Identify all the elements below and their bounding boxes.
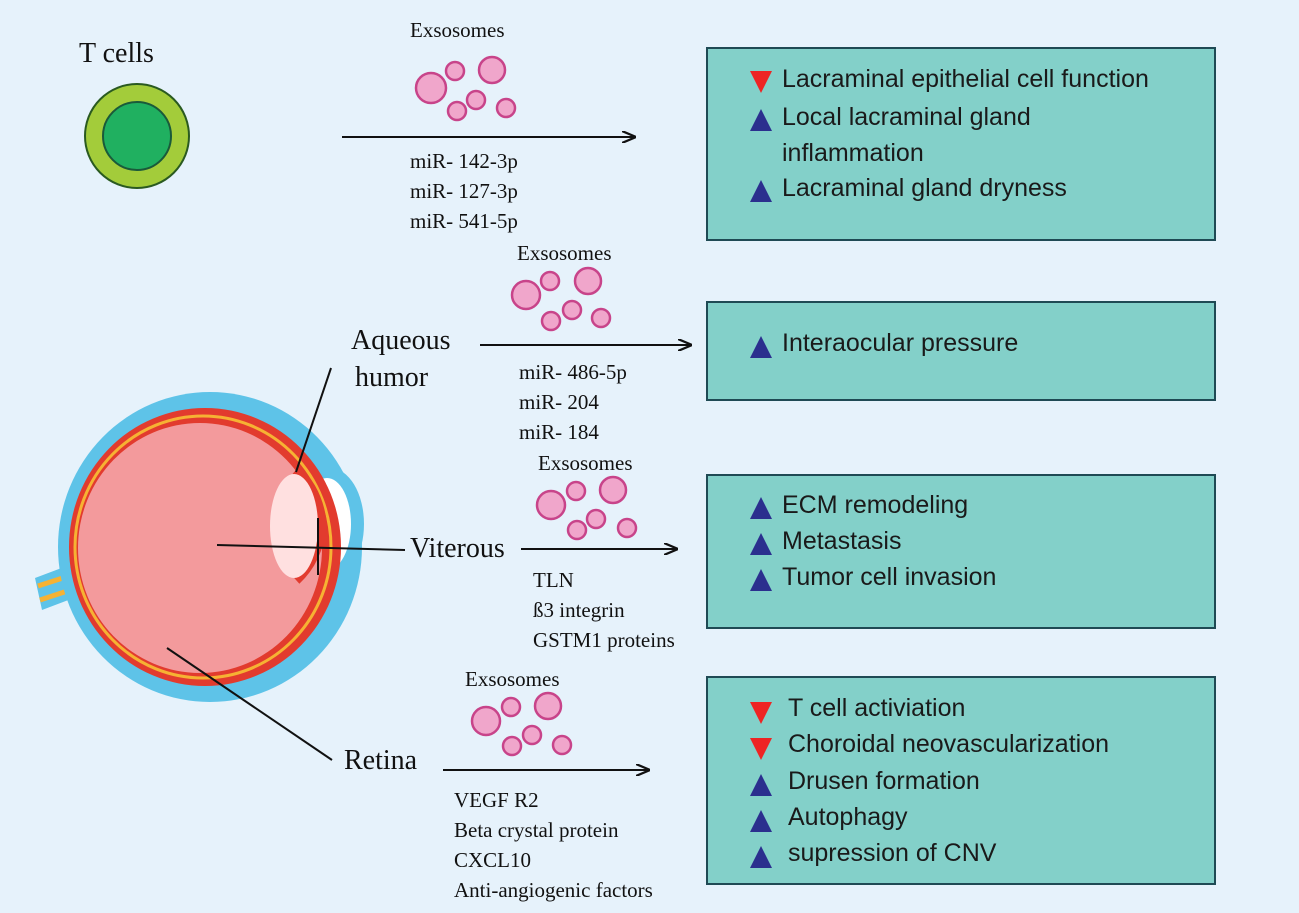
exosomes-icon-3 [535, 475, 638, 541]
effect-box-tcells: Lacraminal epithelial cell function Loca… [706, 47, 1216, 241]
effect-item: supression of CNV [788, 839, 997, 867]
effect-box-viterous: ECM remodeling Metastasis Tumor cell inv… [706, 474, 1216, 629]
molecule-list-viterous: TLN ß3 integrin GSTM1 proteins [533, 565, 675, 655]
molecule-item: miR- 486-5p [519, 360, 627, 384]
molecule-list-aqueous: miR- 486-5p miR- 204 miR- 184 [519, 357, 627, 447]
molecule-item: miR- 127-3p [410, 179, 518, 203]
molecule-item: miR- 541-5p [410, 209, 518, 233]
pointer-retina [166, 647, 333, 761]
effect-box-retina: T cell activiation Choroidal neovascular… [706, 676, 1216, 885]
pointer-aqueous [295, 367, 332, 473]
molecule-item: Beta crystal protein [454, 818, 619, 842]
increase-triangle-icon [750, 569, 772, 591]
viterous-label: Viterous [410, 533, 505, 564]
increase-triangle-icon [750, 497, 772, 519]
aqueous-humor-label-line2: humor [355, 362, 429, 393]
effect-item: Interaocular pressure [782, 329, 1019, 357]
increase-triangle-icon [750, 810, 772, 832]
molecule-item: Anti-angiogenic factors [454, 878, 653, 902]
exosomes-label-1: Exsosomes [410, 18, 505, 42]
molecule-list-tcells: miR- 142-3p miR- 127-3p miR- 541-5p [410, 146, 518, 236]
effect-item: Metastasis [782, 527, 902, 555]
exosomes-icon-4 [470, 691, 573, 757]
exosomes-icon-2 [510, 266, 612, 332]
effect-box-aqueous: Interaocular pressure [706, 301, 1216, 401]
decrease-triangle-icon [750, 738, 772, 760]
effect-item: Lacraminal epithelial cell function [782, 65, 1149, 93]
effect-item: Tumor cell invasion [782, 563, 997, 591]
molecule-item: miR- 204 [519, 390, 599, 414]
t-cell-icon [84, 83, 190, 189]
decrease-triangle-icon [750, 702, 772, 724]
increase-triangle-icon [750, 533, 772, 555]
molecule-item: CXCL10 [454, 848, 532, 872]
increase-triangle-icon [750, 109, 772, 131]
effect-item: Lacraminal gland dryness [782, 174, 1067, 202]
exosomes-label-4: Exsosomes [465, 667, 560, 691]
retina-label: Retina [344, 745, 418, 776]
effect-item: T cell activiation [788, 694, 966, 722]
molecule-item: ß3 integrin [533, 598, 625, 622]
molecule-item: GSTM1 proteins [533, 628, 675, 652]
molecule-item: miR- 184 [519, 420, 599, 444]
molecule-item: VEGF R2 [454, 788, 539, 812]
effect-item: inflammation [782, 139, 924, 167]
eye-icon [35, 392, 364, 702]
effect-item: Autophagy [788, 803, 908, 831]
t-cells-label: T cells [79, 38, 154, 69]
exosomes-label-3: Exsosomes [538, 451, 633, 475]
molecule-list-retina: VEGF R2 Beta crystal protein CXCL10 Anti… [454, 785, 653, 905]
increase-triangle-icon [750, 846, 772, 868]
increase-triangle-icon [750, 336, 772, 358]
effect-item: Local lacraminal gland [782, 103, 1031, 131]
increase-triangle-icon [750, 774, 772, 796]
exosomes-label-2: Exsosomes [517, 241, 612, 265]
effect-item: Choroidal neovascularization [788, 730, 1110, 758]
decrease-triangle-icon [750, 71, 772, 93]
increase-triangle-icon [750, 180, 772, 202]
exosomes-icon-1 [414, 55, 517, 122]
aqueous-humor-label-line1: Aqueous [351, 325, 451, 356]
effect-item: Drusen formation [788, 767, 980, 795]
effect-item: ECM remodeling [782, 491, 969, 519]
molecule-item: TLN [533, 568, 574, 592]
molecule-item: miR- 142-3p [410, 149, 518, 173]
pointer-viterous [216, 544, 406, 551]
